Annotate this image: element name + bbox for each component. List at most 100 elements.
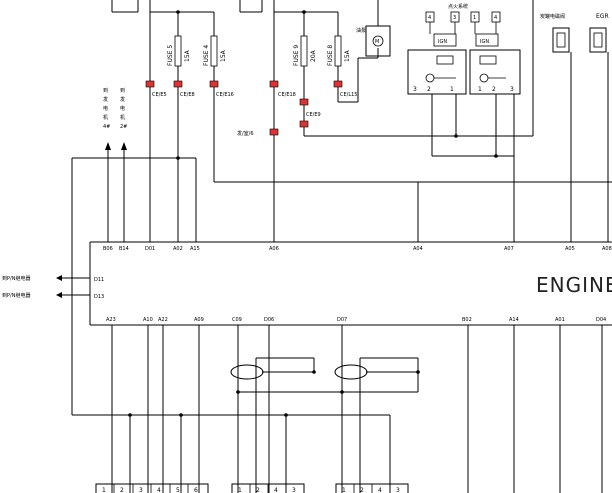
svg-text:4: 4 bbox=[428, 15, 431, 21]
fuse-8-name: FUSE 8 bbox=[327, 45, 334, 66]
pump-label: 油泵 bbox=[356, 27, 366, 34]
signal-pn-relay-1: 到P/N继电器 bbox=[2, 275, 30, 282]
connector-ce-e9-top bbox=[299, 98, 309, 106]
connector-ce-e5 bbox=[145, 80, 155, 88]
svg-text:2: 2 bbox=[360, 487, 364, 493]
fuse-4-rating: 15A bbox=[220, 49, 227, 62]
svg-text:M: M bbox=[375, 39, 379, 45]
bottom-connectors: 1 2 3 4 5 6 1 2 4 3 1 2 4 3 bbox=[95, 483, 409, 493]
fuse-5-rating: 15A bbox=[184, 49, 191, 62]
svg-text:1: 1 bbox=[473, 15, 476, 21]
label-ce-l15: CE/L15 bbox=[340, 92, 357, 98]
fuse-9-rating: 20A bbox=[310, 49, 317, 62]
label-ce-e8: CE/E8 bbox=[180, 92, 195, 98]
connector-ce-l15 bbox=[333, 80, 343, 88]
svg-text:4: 4 bbox=[274, 487, 278, 493]
svg-text:D13: D13 bbox=[94, 294, 104, 300]
svg-text:3: 3 bbox=[453, 15, 456, 21]
svg-text:2: 2 bbox=[492, 86, 496, 93]
svg-text:4: 4 bbox=[494, 15, 497, 21]
top-fuse-wiring bbox=[111, 0, 612, 242]
connector-labels: CE/E5 CE/E8 CE/E16 CE/E18 CE/E9 CE/L15 发… bbox=[152, 92, 357, 137]
svg-text:B02: B02 bbox=[462, 317, 472, 323]
svg-text:A10: A10 bbox=[143, 317, 153, 323]
svg-text:4#: 4# bbox=[103, 124, 110, 130]
fuse-4-name: FUSE 4 bbox=[203, 45, 210, 66]
svg-text:A09: A09 bbox=[194, 317, 204, 323]
svg-text:3: 3 bbox=[139, 487, 143, 493]
svg-text:C09: C09 bbox=[232, 317, 242, 323]
svg-text:发: 发 bbox=[103, 96, 108, 103]
svg-text:3: 3 bbox=[413, 86, 417, 93]
ecu-box: ENGINE B06 B14 D01 A02 A15 A06 A04 A07 A… bbox=[89, 182, 612, 326]
fuse-8-rating: 15A bbox=[344, 49, 351, 62]
svg-text:B14: B14 bbox=[119, 246, 129, 252]
svg-text:A06: A06 bbox=[269, 246, 279, 252]
svg-text:到: 到 bbox=[103, 87, 108, 94]
fuse-5-name: FUSE 5 bbox=[167, 45, 174, 66]
ignition-system: 点火系统 4 3 1 4 IGN IGN 3 2 1 1 2 3 bbox=[407, 3, 521, 242]
svg-text:2#: 2# bbox=[120, 124, 127, 130]
connector-ce-e16 bbox=[209, 80, 219, 88]
svg-text:3: 3 bbox=[292, 487, 296, 493]
svg-text:3: 3 bbox=[510, 86, 514, 93]
svg-text:D11: D11 bbox=[94, 277, 104, 283]
svg-text:5: 5 bbox=[176, 487, 180, 493]
canister-label: 炭罐电磁阀 bbox=[540, 13, 565, 20]
ignition-label: 点火系统 bbox=[448, 3, 468, 10]
svg-text:IGN: IGN bbox=[438, 39, 447, 45]
svg-text:A04: A04 bbox=[413, 246, 423, 252]
svg-text:机: 机 bbox=[120, 114, 125, 121]
fuel-pump-motor: M 油泵 bbox=[356, 25, 391, 57]
generator-labels: 到 发 电 机 4# 到 发 电 机 2# bbox=[103, 87, 127, 242]
label-ce-e9: CE/E9 bbox=[306, 112, 321, 118]
label-ce-e5: CE/E5 bbox=[152, 92, 167, 98]
svg-text:A23: A23 bbox=[106, 317, 116, 323]
connector-ce-e18 bbox=[269, 80, 279, 88]
svg-text:B06: B06 bbox=[103, 246, 113, 252]
svg-text:D06: D06 bbox=[264, 317, 274, 323]
svg-text:2: 2 bbox=[120, 487, 124, 493]
fuse-labels: FUSE 5 15A FUSE 4 15A FUSE 9 20A FUSE 8 … bbox=[167, 45, 351, 66]
svg-text:4: 4 bbox=[378, 487, 382, 493]
label-ce-e18: CE/E18 bbox=[278, 92, 296, 98]
svg-text:3: 3 bbox=[396, 487, 400, 493]
label-ce-e16: CE/E16 bbox=[216, 92, 234, 98]
svg-text:2: 2 bbox=[256, 487, 260, 493]
svg-text:到: 到 bbox=[120, 87, 125, 94]
svg-text:A14: A14 bbox=[509, 317, 519, 323]
svg-text:4: 4 bbox=[157, 487, 161, 493]
svg-text:A15: A15 bbox=[190, 246, 200, 252]
side-signals: 到P/N继电器 到P/N继电器 bbox=[2, 275, 90, 299]
svg-text:电: 电 bbox=[103, 105, 108, 112]
signal-pn-relay-2: 到P/N继电器 bbox=[2, 292, 30, 299]
svg-text:1: 1 bbox=[102, 487, 106, 493]
bottom-wiring bbox=[111, 325, 603, 493]
svg-text:A07: A07 bbox=[504, 246, 514, 252]
left-loop-wiring bbox=[71, 156, 390, 416]
svg-text:1: 1 bbox=[238, 487, 242, 493]
svg-text:D07: D07 bbox=[337, 317, 347, 323]
svg-text:电: 电 bbox=[120, 105, 125, 112]
canister-egr: 炭罐电磁阀 EGR bbox=[540, 13, 609, 242]
connector-ce-e8 bbox=[173, 80, 183, 88]
svg-text:D01: D01 bbox=[145, 246, 155, 252]
svg-text:A05: A05 bbox=[565, 246, 575, 252]
svg-text:机: 机 bbox=[103, 114, 108, 121]
svg-text:2: 2 bbox=[427, 86, 431, 93]
svg-text:1: 1 bbox=[450, 86, 454, 93]
connector-ce-e9-bottom bbox=[299, 120, 309, 128]
svg-text:发: 发 bbox=[120, 96, 125, 103]
svg-text:1: 1 bbox=[342, 487, 346, 493]
svg-text:D04: D04 bbox=[596, 317, 606, 323]
svg-text:A01: A01 bbox=[555, 317, 565, 323]
egr-label: EGR bbox=[596, 13, 609, 20]
svg-text:A02: A02 bbox=[173, 246, 183, 252]
connector-fa-shi-6 bbox=[269, 128, 279, 136]
svg-text:A08: A08 bbox=[602, 246, 612, 252]
svg-text:1: 1 bbox=[478, 86, 482, 93]
svg-text:IGN: IGN bbox=[480, 39, 489, 45]
label-fa-shi-6: 发/室/6 bbox=[237, 130, 254, 137]
ecu-title: ENGINE bbox=[536, 273, 612, 297]
